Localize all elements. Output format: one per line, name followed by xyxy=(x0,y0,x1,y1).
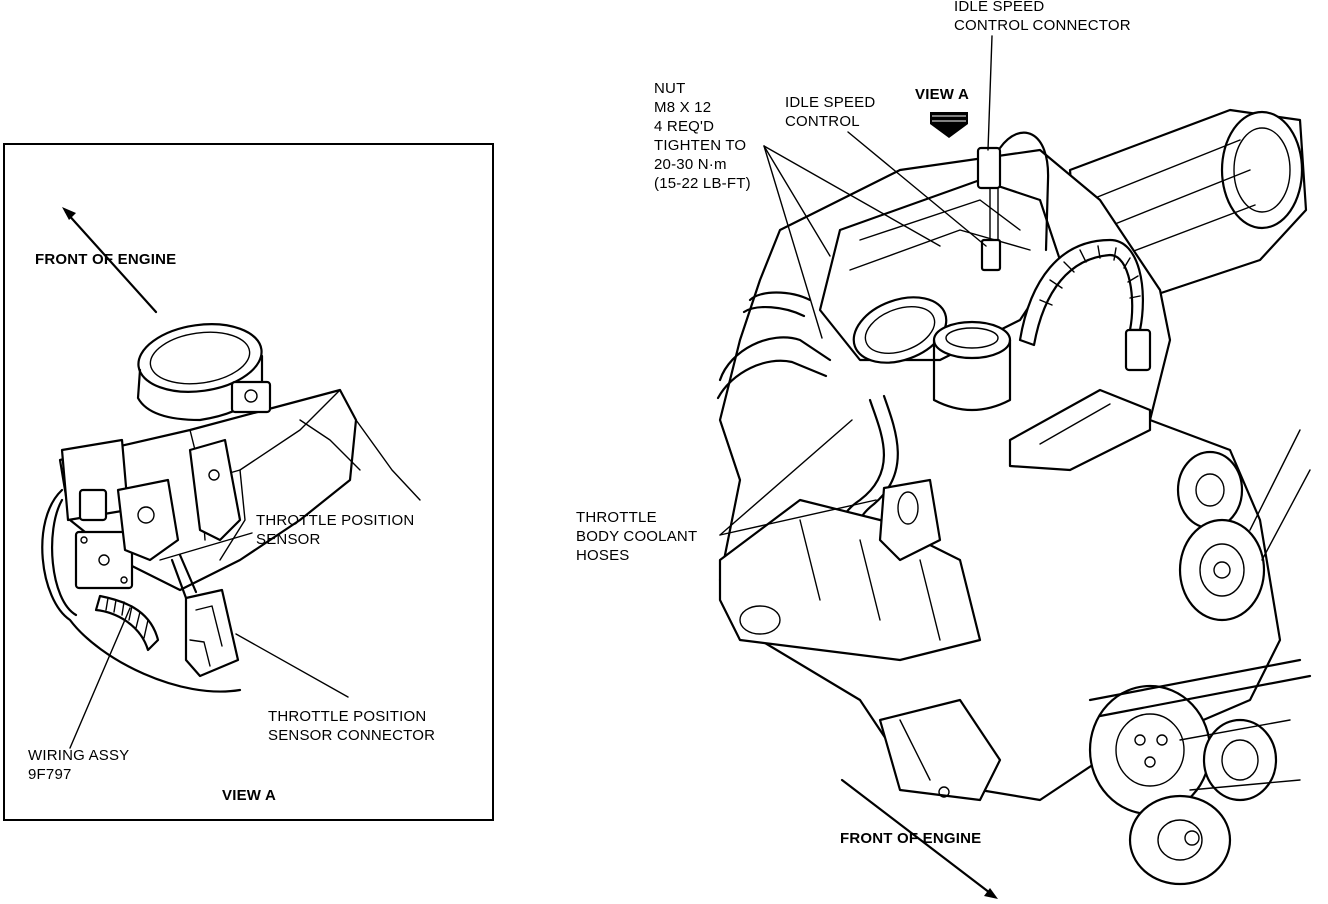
inset-front-of-engine-label: FRONT OF ENGINE xyxy=(35,251,177,268)
nut-spec-label: NUT M8 X 12 4 REQ'D TIGHTEN TO 20-30 N·m… xyxy=(654,80,751,192)
inset-leader-lines xyxy=(69,532,349,749)
inset-front-arrow xyxy=(62,207,158,314)
main-front-arrow xyxy=(840,778,998,899)
main-front-of-engine-label: FRONT OF ENGINE xyxy=(840,830,982,847)
throttle-position-sensor-label: THROTTLE POSITION SENSOR xyxy=(256,512,415,548)
view-a-arrow xyxy=(930,112,968,138)
coolant-hoses-label: THROTTLE BODY COOLANT HOSES xyxy=(576,509,698,564)
idle-speed-control-label: IDLE SPEED CONTROL xyxy=(785,94,876,130)
tps-connector-label: THROTTLE POSITION SENSOR CONNECTOR xyxy=(268,708,436,744)
main-leader-lines xyxy=(719,35,993,536)
view-a-inset-frame xyxy=(3,143,494,821)
engine-drawing xyxy=(716,108,1312,886)
view-a-label: VIEW A xyxy=(915,86,969,103)
wiring-assy-label: WIRING ASSY 9F797 xyxy=(28,747,130,783)
inset-throttle-body-drawing xyxy=(41,323,421,693)
inset-view-a-caption: VIEW A xyxy=(222,787,276,804)
isc-connector-label: IDLE SPEED CONTROL CONNECTOR xyxy=(954,0,1131,34)
